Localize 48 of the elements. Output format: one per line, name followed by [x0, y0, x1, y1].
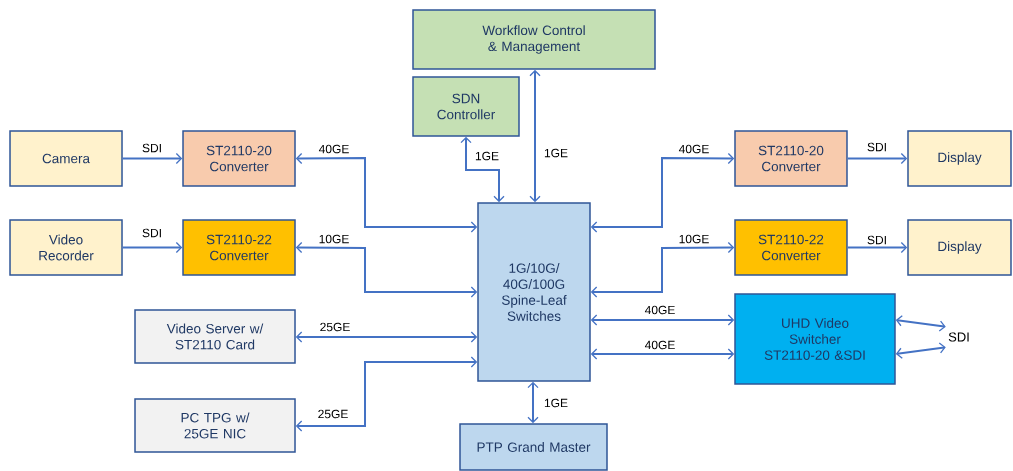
arrow — [121, 152, 183, 165]
converter-box: ST2110-22 Converter — [734, 219, 848, 276]
edge-label: 10GE — [317, 233, 351, 245]
edge-label: 25GE — [318, 321, 352, 333]
master-box: PTP Grand Master — [459, 423, 608, 471]
arrow — [895, 315, 946, 332]
port-label: SDI — [948, 332, 969, 342]
arrow — [590, 348, 735, 360]
arrow — [846, 241, 908, 254]
arrow — [295, 241, 478, 298]
arrow — [895, 342, 946, 359]
edge-label: SDI — [141, 142, 163, 154]
edge-label: 40GE — [317, 143, 351, 155]
device-box: Video Recorder — [9, 219, 123, 276]
server-box: PC TPG w/ 25GE NIC — [134, 398, 296, 453]
arrow — [529, 69, 541, 203]
switch-box: 1G/10G/ 40G/100G Spine-Leaf Switches — [477, 202, 591, 382]
arrow — [295, 356, 478, 432]
controller-box: SDN Controller — [412, 76, 520, 137]
converter-box: ST2110-20 Converter — [734, 130, 848, 187]
arrow — [121, 241, 183, 254]
converter-box: ST2110-22 Converter — [182, 219, 296, 276]
arrow — [590, 152, 735, 233]
management-box: Workflow Control & Management — [412, 9, 656, 70]
edge-label: 10GE — [677, 233, 711, 245]
arrow — [846, 152, 908, 165]
display-box: Display — [907, 219, 1012, 276]
arrow — [590, 241, 735, 298]
arrow — [460, 136, 505, 203]
edge-label: SDI — [141, 227, 163, 239]
edge-label: 1GE — [474, 150, 500, 162]
arrow — [295, 331, 478, 343]
switcher-box: UHD Video Switcher ST2110-20 &SDI — [734, 293, 896, 385]
device-box: Camera — [9, 130, 123, 187]
edge-label: SDI — [866, 141, 888, 153]
display-box: Display — [907, 130, 1012, 187]
edge-label: 40GE — [643, 304, 677, 316]
edge-label: SDI — [866, 234, 888, 246]
edge-label: 1GE — [543, 397, 569, 409]
arrow — [295, 152, 478, 233]
server-box: Video Server w/ ST2110 Card — [134, 309, 296, 364]
edge-label: 40GE — [643, 339, 677, 351]
edge-label: 25GE — [316, 408, 350, 420]
arrow — [590, 314, 735, 326]
edge-label: 40GE — [677, 143, 711, 155]
arrow — [527, 381, 539, 424]
converter-box: ST2110-20 Converter — [182, 130, 296, 187]
edge-label: 1GE — [543, 147, 569, 159]
